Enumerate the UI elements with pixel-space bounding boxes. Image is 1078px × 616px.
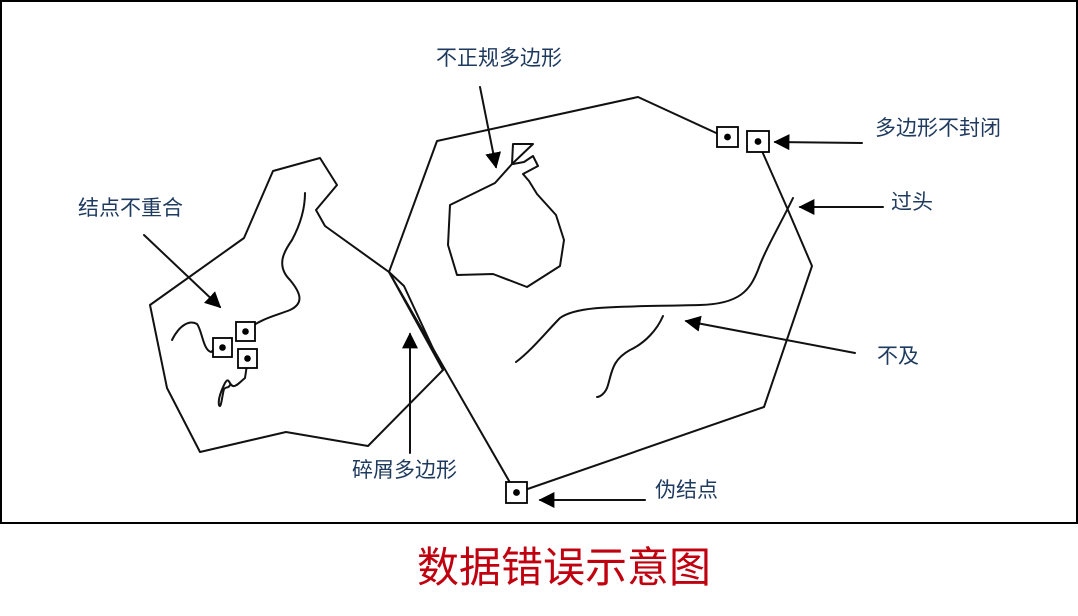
arrow-irregular-polygon (479, 86, 502, 169)
left-polygon (149, 157, 444, 453)
arrow-nodes-not-coincident (143, 234, 222, 309)
label-irregular-polygon: 不正规多边形 (436, 46, 562, 70)
irregular-polygon-body (447, 155, 565, 288)
label-undershoot: 不及 (877, 344, 919, 368)
dangling-line-river (244, 192, 306, 332)
arrow-unclosed-polygon (773, 134, 863, 151)
pseudo-node (505, 481, 528, 504)
node-unclosed-b (746, 130, 770, 153)
irregular-polygon (511, 143, 534, 165)
diagram-frame (0, 0, 1078, 524)
label-overshoot: 过头 (891, 190, 933, 214)
dangling-line-upper (171, 321, 224, 353)
overshoot-line (515, 197, 794, 363)
undershoot-line (596, 315, 664, 398)
node-not-coincident-c (237, 348, 258, 369)
diagram-caption: 数据错误示意图 (417, 543, 711, 592)
dangling-line-lower (217, 357, 249, 408)
label-nodes-not-coincident: 结点不重合 (78, 196, 183, 220)
label-pseudo-node: 伪结点 (655, 478, 718, 502)
node-not-coincident-a (212, 337, 233, 358)
arrow-undershoot (684, 315, 856, 354)
label-sliver-polygon: 碎屑多边形 (352, 458, 457, 482)
label-unclosed-polygon: 多边形不封闭 (875, 116, 1001, 140)
node-unclosed-a (716, 126, 739, 148)
node-not-coincident-b (235, 321, 256, 342)
